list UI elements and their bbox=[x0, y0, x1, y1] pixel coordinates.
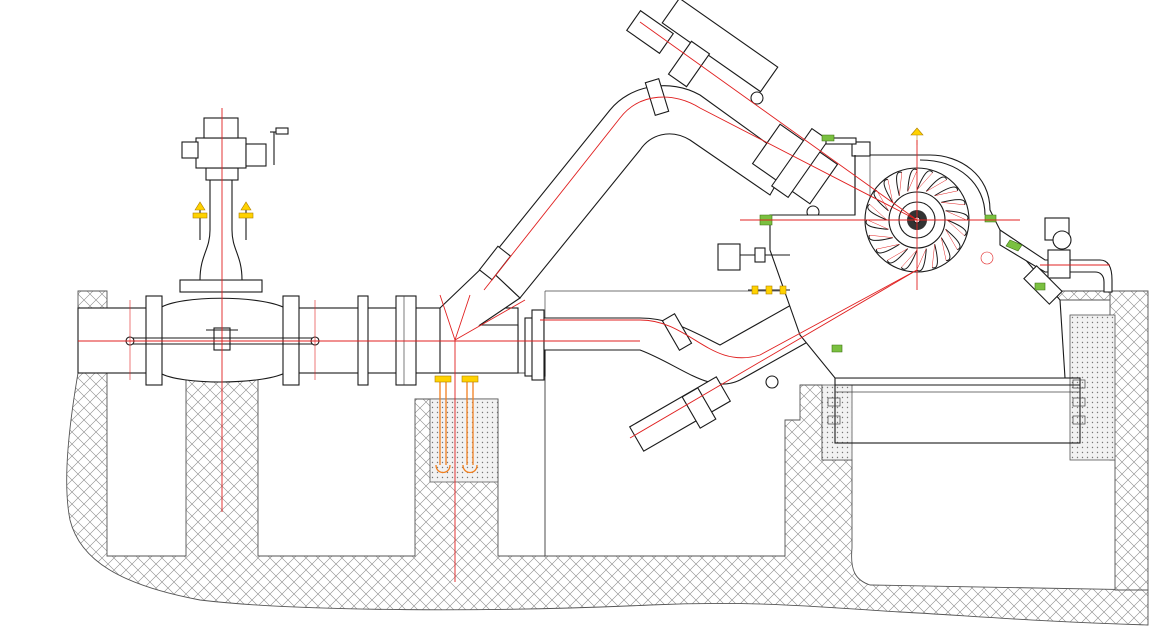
runner-bucket-axis bbox=[899, 172, 903, 196]
upper-branch-pipe bbox=[478, 0, 839, 299]
runner-bucket bbox=[875, 243, 900, 254]
concrete-foundation bbox=[66, 290, 1149, 626]
runner-bucket-axis bbox=[876, 244, 900, 250]
runner-bucket bbox=[945, 210, 969, 221]
runner-bucket-axis bbox=[869, 234, 893, 238]
runner-bucket-axis bbox=[926, 179, 947, 192]
runner-bucket-axis bbox=[901, 249, 918, 268]
anchor-bolts bbox=[434, 375, 479, 474]
runner-bucket-axis bbox=[876, 190, 889, 211]
runner-bucket bbox=[916, 248, 927, 272]
runner-bucket bbox=[946, 219, 967, 237]
runner-bucket bbox=[916, 170, 934, 191]
runner-bucket-axis bbox=[907, 169, 918, 192]
runner-bucket-axis bbox=[945, 229, 958, 250]
runner-bucket bbox=[925, 176, 948, 192]
runner-bucket bbox=[940, 237, 951, 262]
runner-bucket bbox=[907, 168, 918, 192]
runner-bucket bbox=[934, 186, 959, 197]
runner-bucket-axis bbox=[887, 179, 893, 203]
center-lines bbox=[78, 21, 1110, 582]
main-inlet-pipe bbox=[77, 295, 519, 386]
runner-bucket-axis bbox=[887, 248, 908, 261]
deflector-assembly bbox=[717, 243, 790, 295]
gate-valve-icon bbox=[179, 117, 289, 293]
runner-bucket bbox=[896, 171, 902, 196]
tailrace-pit bbox=[827, 377, 1086, 444]
injector-nozzle-icon bbox=[625, 0, 779, 105]
runner-bucket bbox=[867, 203, 888, 221]
runner-bucket bbox=[900, 249, 918, 270]
runner-bucket-axis bbox=[866, 219, 889, 230]
runner-bucket bbox=[941, 199, 966, 205]
runner-bucket bbox=[873, 189, 889, 212]
runner-bucket bbox=[865, 219, 889, 230]
runner-bucket bbox=[932, 244, 938, 269]
runner-bucket bbox=[883, 178, 894, 203]
runner-bucket-axis bbox=[946, 219, 965, 236]
pressure-gauge-icon bbox=[192, 201, 254, 240]
runner-bucket bbox=[945, 228, 961, 251]
runner-bucket-axis bbox=[945, 210, 968, 221]
runner-bucket-axis bbox=[941, 202, 965, 206]
runner-bucket-axis bbox=[941, 237, 947, 261]
runner-bucket-axis bbox=[931, 244, 935, 268]
injector-nozzle-icon bbox=[628, 375, 779, 452]
runner-bucket bbox=[886, 248, 909, 264]
runner-bucket-axis bbox=[934, 190, 958, 196]
runner-bucket-axis bbox=[916, 172, 933, 191]
runner-bucket-axis bbox=[916, 248, 927, 271]
bifurcation-junction bbox=[434, 264, 546, 474]
runner-bucket bbox=[868, 235, 893, 241]
outlet-piping bbox=[999, 217, 1113, 305]
runner-bucket-axis bbox=[869, 204, 888, 221]
